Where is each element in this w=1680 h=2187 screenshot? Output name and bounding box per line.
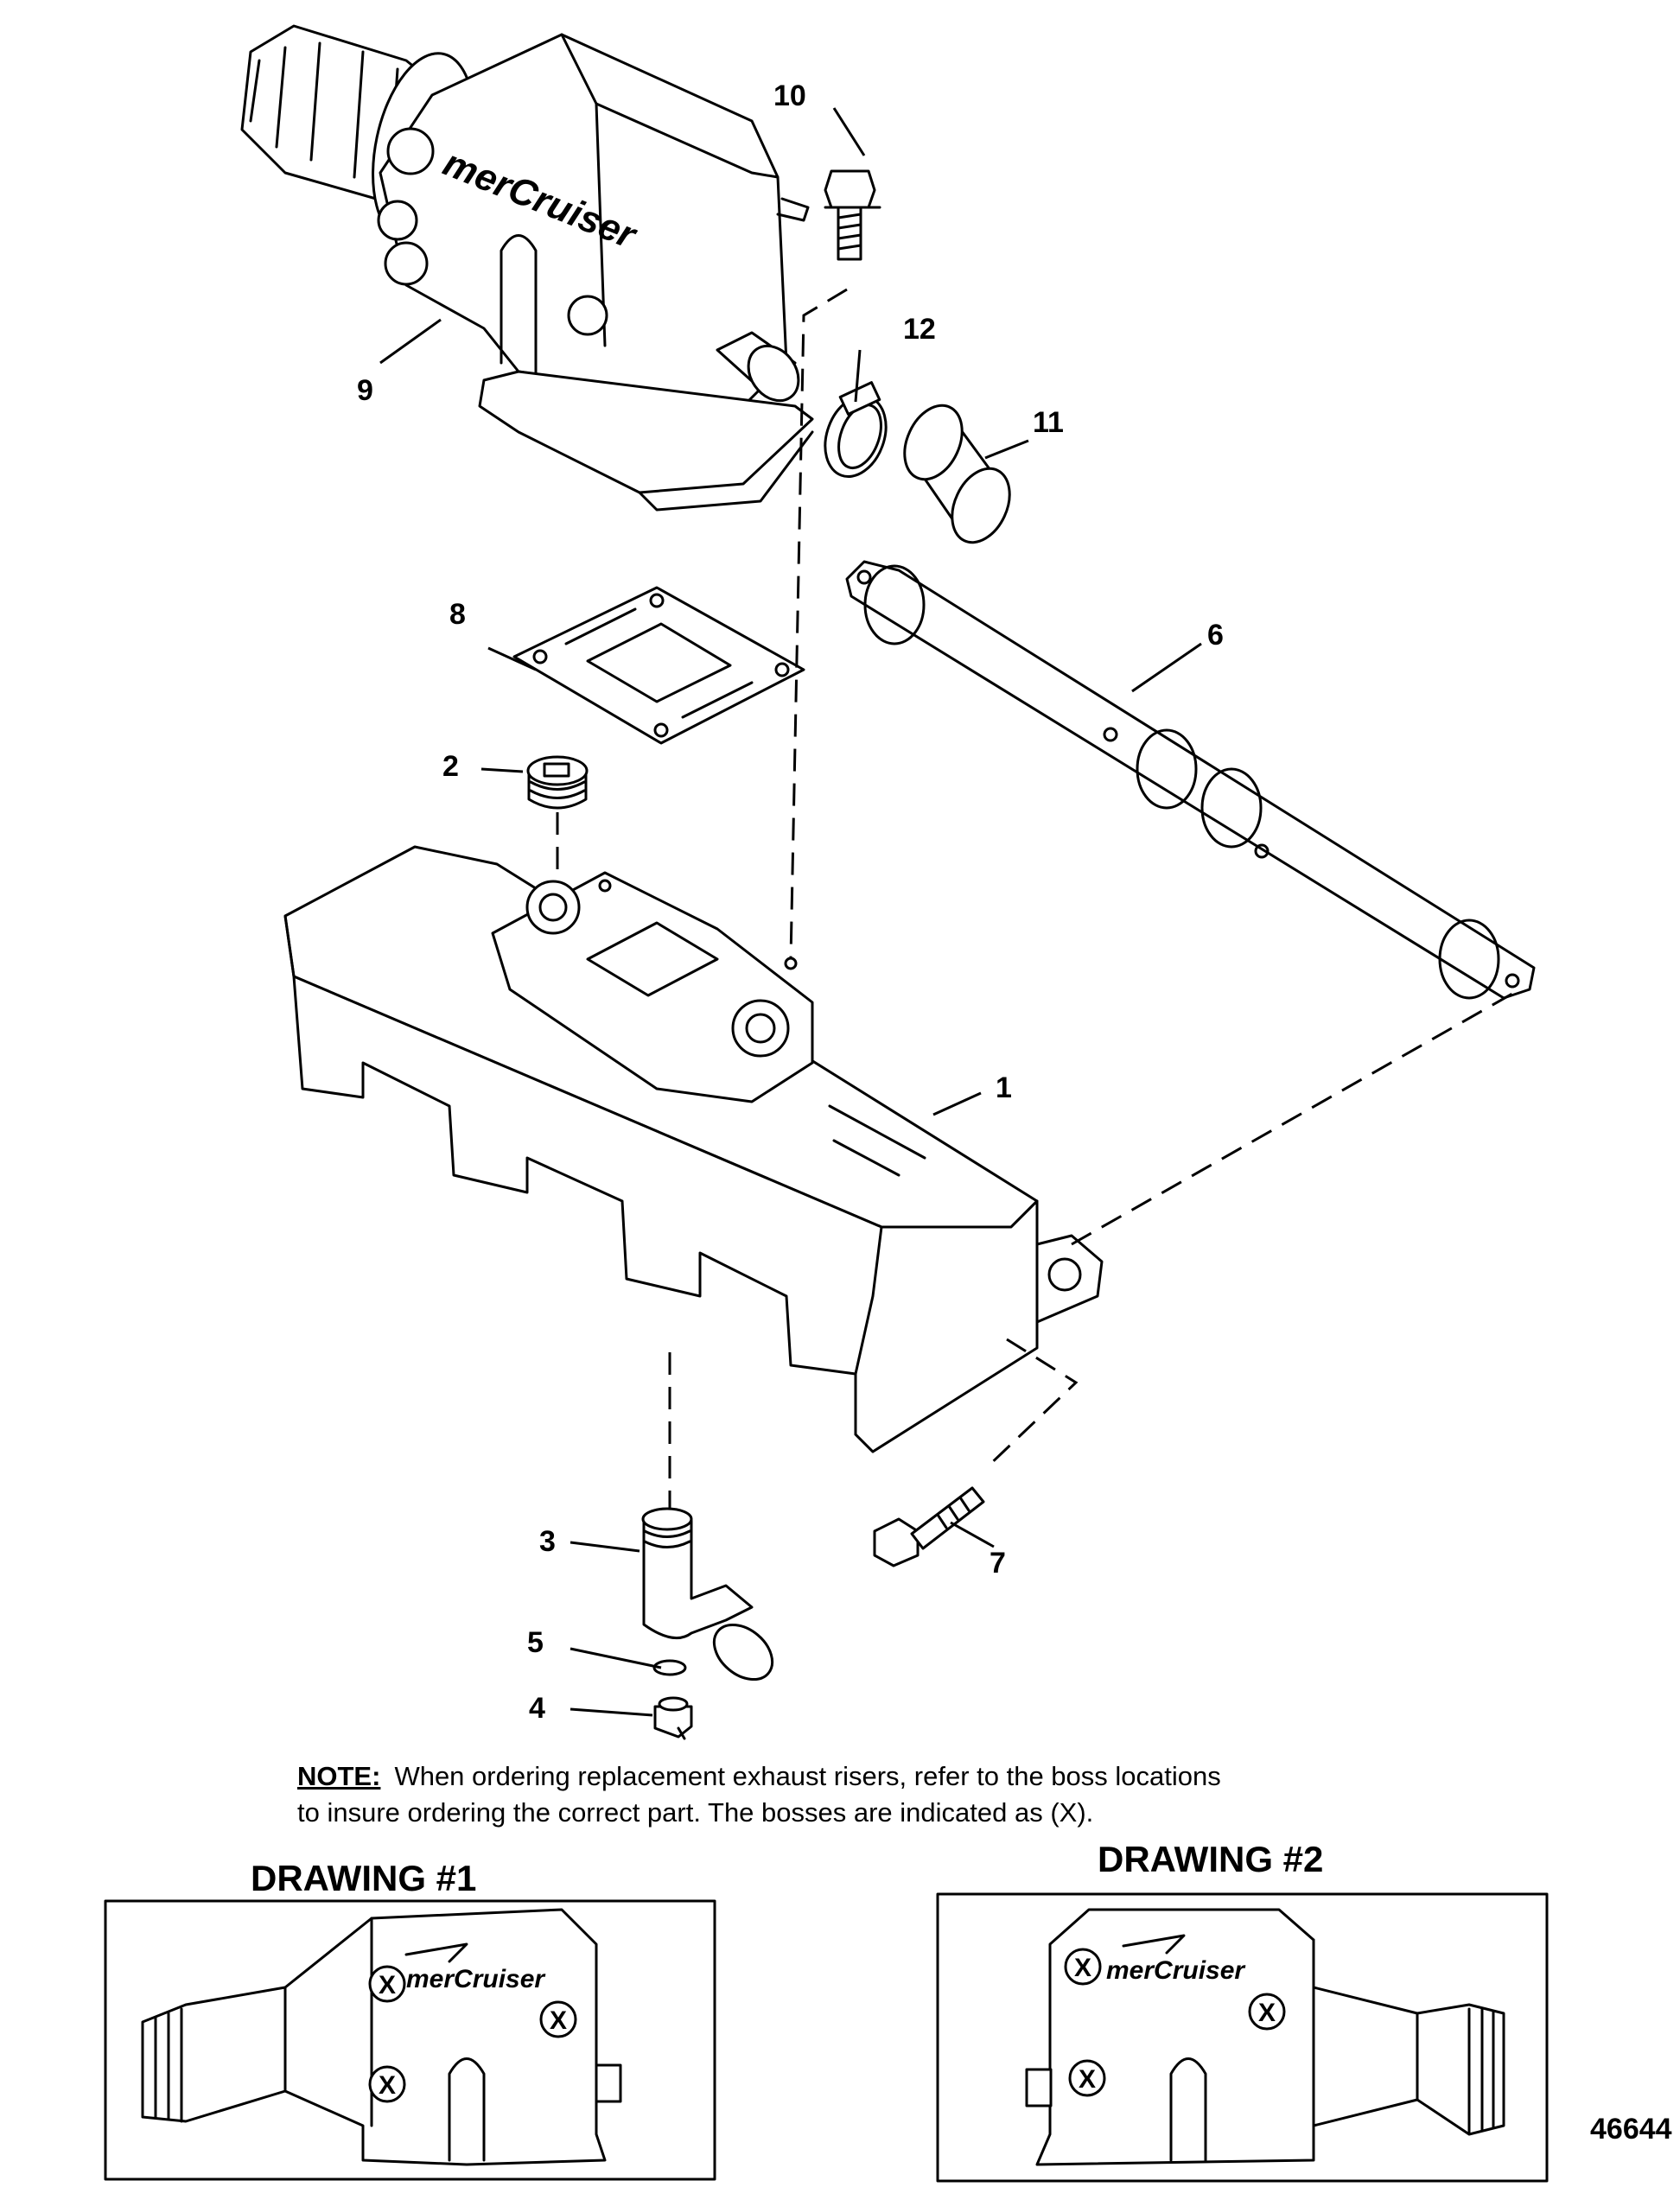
drawing-1-frame <box>104 1899 716 2181</box>
hose-sleeve <box>903 404 1011 544</box>
boss-x-mark: X <box>1258 1999 1276 2027</box>
boss-x-mark: X <box>1079 2065 1096 2094</box>
note-line-2: to insure ordering the correct part. The… <box>297 1797 1094 1828</box>
drawing-1-boss-right: X <box>539 2000 577 2038</box>
callout-8: 8 <box>449 598 466 631</box>
drawing-2-title: DRAWING #2 <box>1098 1839 1324 1879</box>
boss-x-mark: X <box>379 2071 396 2100</box>
note-label: NOTE: <box>297 1761 381 1791</box>
drawing-2-riser: merCruiser <box>1025 1908 1505 2166</box>
callout-9: 9 <box>357 374 373 407</box>
exhaust-manifold <box>283 845 1104 1453</box>
manifold-gasket <box>845 560 1536 1000</box>
figure-number: 46644 <box>1590 2113 1672 2146</box>
elbow-fitting <box>641 1507 774 1682</box>
pipe-plug <box>526 755 589 810</box>
drawing-1-title: DRAWING #1 <box>251 1858 477 1898</box>
callout-11: 11 <box>1033 406 1064 439</box>
drawing-2-frame <box>936 1892 1549 2183</box>
drawing-1-boss-top: X <box>368 1965 406 2003</box>
drain-plug <box>653 1696 693 1740</box>
boss-location-note: NOTE: When ordering replacement exhaust r… <box>297 1758 1421 1831</box>
riser-gasket <box>512 586 805 745</box>
callout-1: 1 <box>996 1071 1012 1104</box>
drawing-1-boss-bottom: X <box>368 2065 406 2103</box>
o-ring <box>652 1659 687 1676</box>
drawing-2-boss-bottom: X <box>1068 2059 1106 2097</box>
note-line-1: When ordering replacement exhaust risers… <box>394 1761 1221 1791</box>
callout-10: 10 <box>773 79 806 112</box>
drawing-2-boss-top: X <box>1064 1948 1102 1986</box>
callout-6: 6 <box>1207 619 1224 652</box>
drawing-2-boss-right: X <box>1248 1993 1286 2031</box>
riser-bolt <box>824 169 881 261</box>
callout-4: 4 <box>529 1692 545 1725</box>
callout-12: 12 <box>903 313 936 346</box>
boss-x-mark: X <box>550 2006 567 2035</box>
boss-x-mark: X <box>379 1971 396 1999</box>
manifold-bolt <box>873 1486 985 1567</box>
callout-5: 5 <box>527 1626 544 1659</box>
callout-7: 7 <box>990 1547 1006 1580</box>
exhaust-riser: merCruiser <box>240 24 814 512</box>
callout-2: 2 <box>442 750 459 783</box>
callout-3: 3 <box>539 1525 556 1558</box>
hose-clamp <box>824 381 888 478</box>
drawing-2-logo: merCruiser <box>1106 1956 1246 1985</box>
drawing-1-riser: merCruiser <box>141 1908 622 2166</box>
drawing-1-logo: merCruiser <box>406 1965 546 1993</box>
boss-x-mark: X <box>1074 1954 1091 1982</box>
